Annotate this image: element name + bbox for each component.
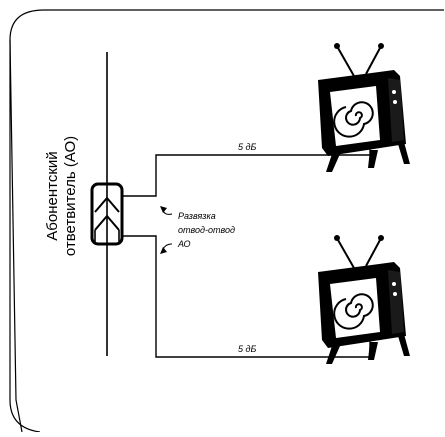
isolation-label-line2: отвод-отвод: [178, 225, 235, 235]
isolation-label-line1: Развязка: [178, 211, 216, 221]
isolation-label-line3: АО: [177, 239, 191, 249]
ao-label-line1: Абонентский: [44, 151, 61, 241]
tv-bottom-icon: [317, 234, 411, 365]
ao-label-line2: ответвитель (АО): [62, 135, 79, 257]
top-output-attenuation: 5 дБ: [238, 142, 256, 152]
subscriber-tap-icon: [90, 182, 124, 246]
bottom-output-attenuation: 5 дБ: [238, 344, 256, 354]
subscriber-tap-label: Абонентский ответвитель (АО): [44, 136, 80, 256]
tv-top-icon: [317, 42, 411, 173]
